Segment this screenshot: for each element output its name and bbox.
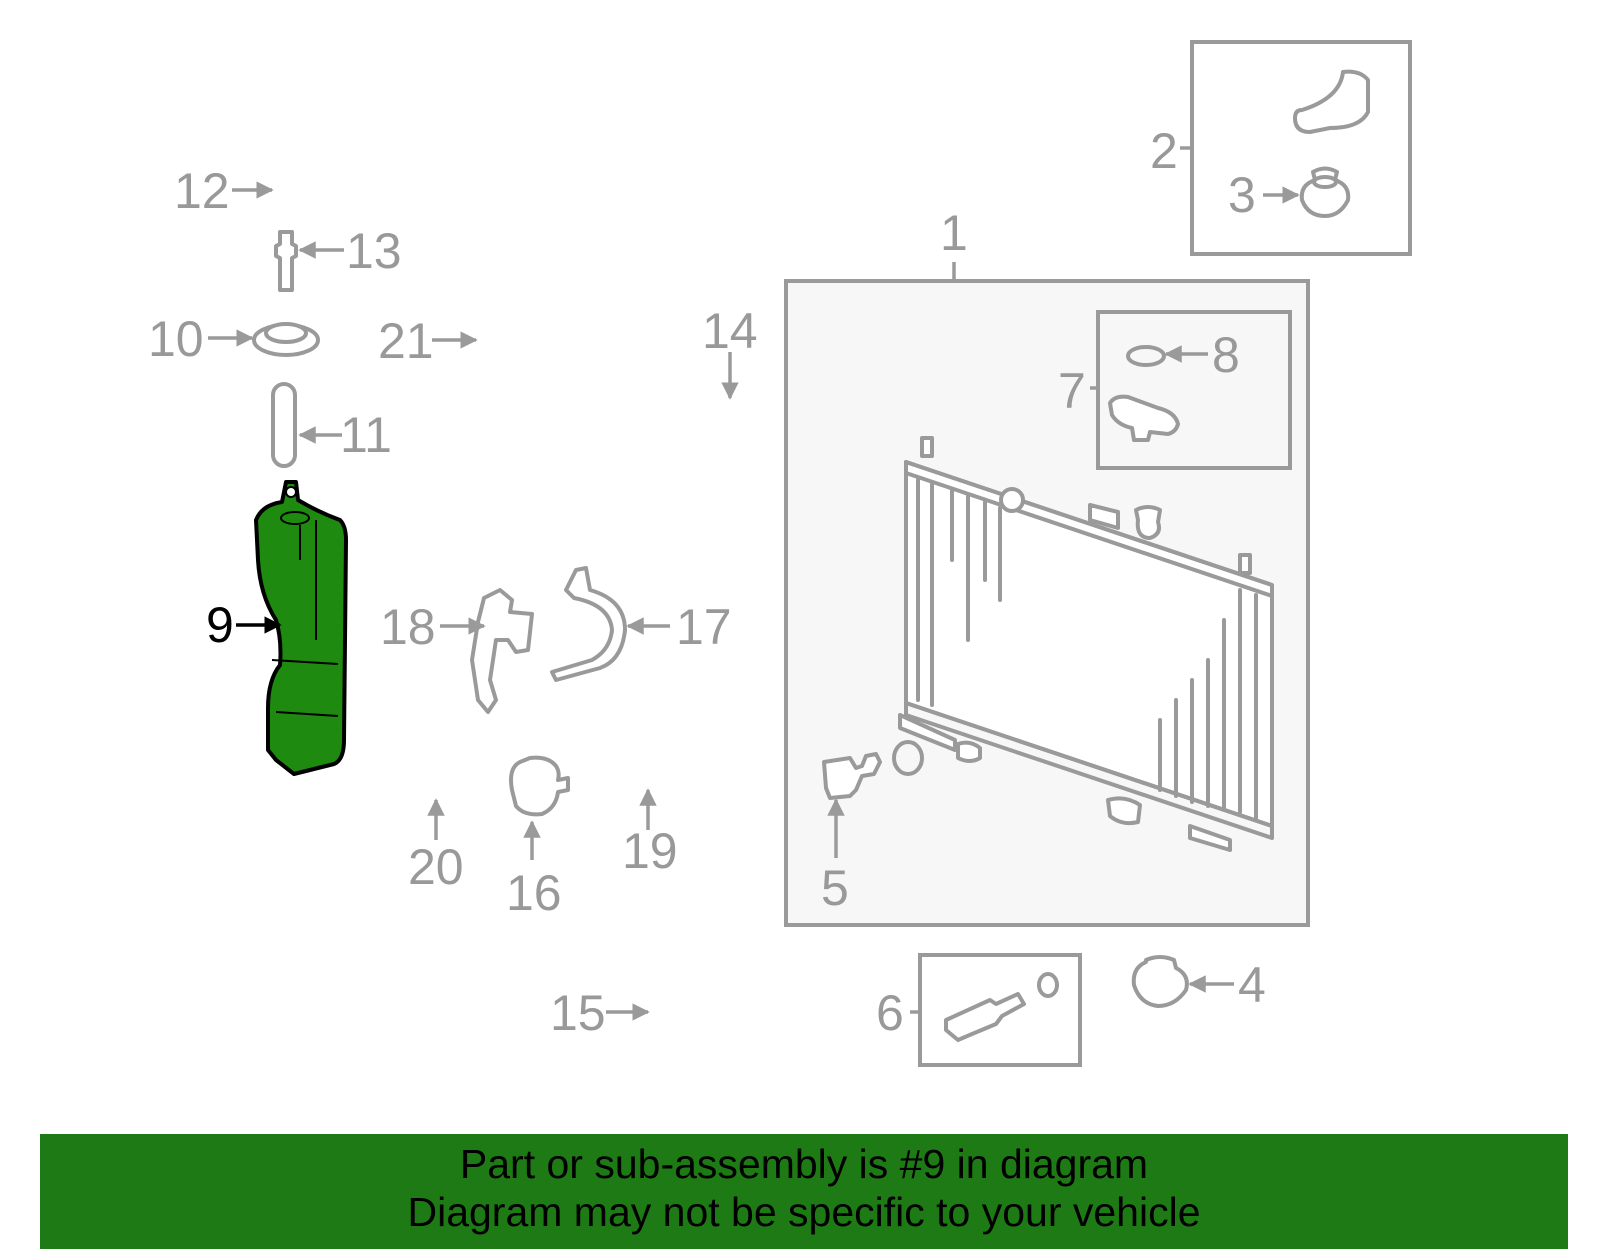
part-13-group: 13 [274, 223, 402, 292]
part-18-group: 18 [380, 588, 534, 714]
callout-20: 20 [408, 839, 464, 895]
callout-4: 4 [1238, 957, 1266, 1013]
part-6-group: 6 [876, 953, 1082, 1067]
info-banner: Part or sub-assembly is #9 in diagram Di… [40, 1134, 1568, 1249]
part-12-group: 12 [174, 133, 467, 219]
callout-9: 9 [206, 597, 234, 653]
part-11-group: 11 [271, 382, 392, 468]
part-2-group: 2 [1150, 40, 1412, 256]
part-14-group: 14 [640, 303, 760, 500]
callout-6: 6 [876, 985, 904, 1041]
callout-15: 15 [550, 985, 606, 1041]
part-15-group: 15 [550, 897, 760, 1075]
part-7-group: 7 [1058, 310, 1292, 470]
callout-17: 17 [676, 599, 732, 655]
callout-21: 21 [378, 313, 434, 369]
part-19-group: 19 [592, 763, 756, 879]
callout-11: 11 [340, 407, 392, 463]
callout-8: 8 [1212, 327, 1240, 383]
part-3-group: 3 [1228, 166, 1351, 223]
radiator-core [898, 436, 1274, 852]
callout-3: 3 [1228, 167, 1256, 223]
part-21-group: 21 [378, 313, 652, 414]
part-10-group: 10 [148, 311, 320, 367]
banner-line-1: Part or sub-assembly is #9 in diagram [459, 1141, 1149, 1187]
part-16-group: 16 [506, 755, 570, 921]
part-17-group: 17 [550, 566, 732, 682]
part-5-group: 5 [821, 752, 882, 916]
radiator-assembly-box: 1 [784, 205, 1310, 927]
callout-19: 19 [622, 823, 678, 879]
callout-12: 12 [174, 163, 230, 219]
callout-16: 16 [506, 865, 562, 921]
banner-line-2: Diagram may not be specific to your vehi… [407, 1189, 1201, 1235]
callout-10: 10 [148, 311, 204, 367]
callout-2: 2 [1150, 123, 1178, 179]
part-8-group: 8 [1126, 327, 1240, 383]
parts-diagram: 2 3 1 [148, 40, 1412, 1075]
callout-7: 7 [1058, 363, 1086, 419]
part-4-group: 4 [1131, 955, 1266, 1013]
part-20-group: 20 [385, 693, 495, 895]
callout-18: 18 [380, 599, 436, 655]
callout-1: 1 [940, 205, 968, 261]
callout-5: 5 [821, 860, 849, 916]
part-9-reservoir: 9 [206, 480, 348, 776]
callout-13: 13 [346, 223, 402, 279]
callout-14: 14 [702, 303, 758, 359]
